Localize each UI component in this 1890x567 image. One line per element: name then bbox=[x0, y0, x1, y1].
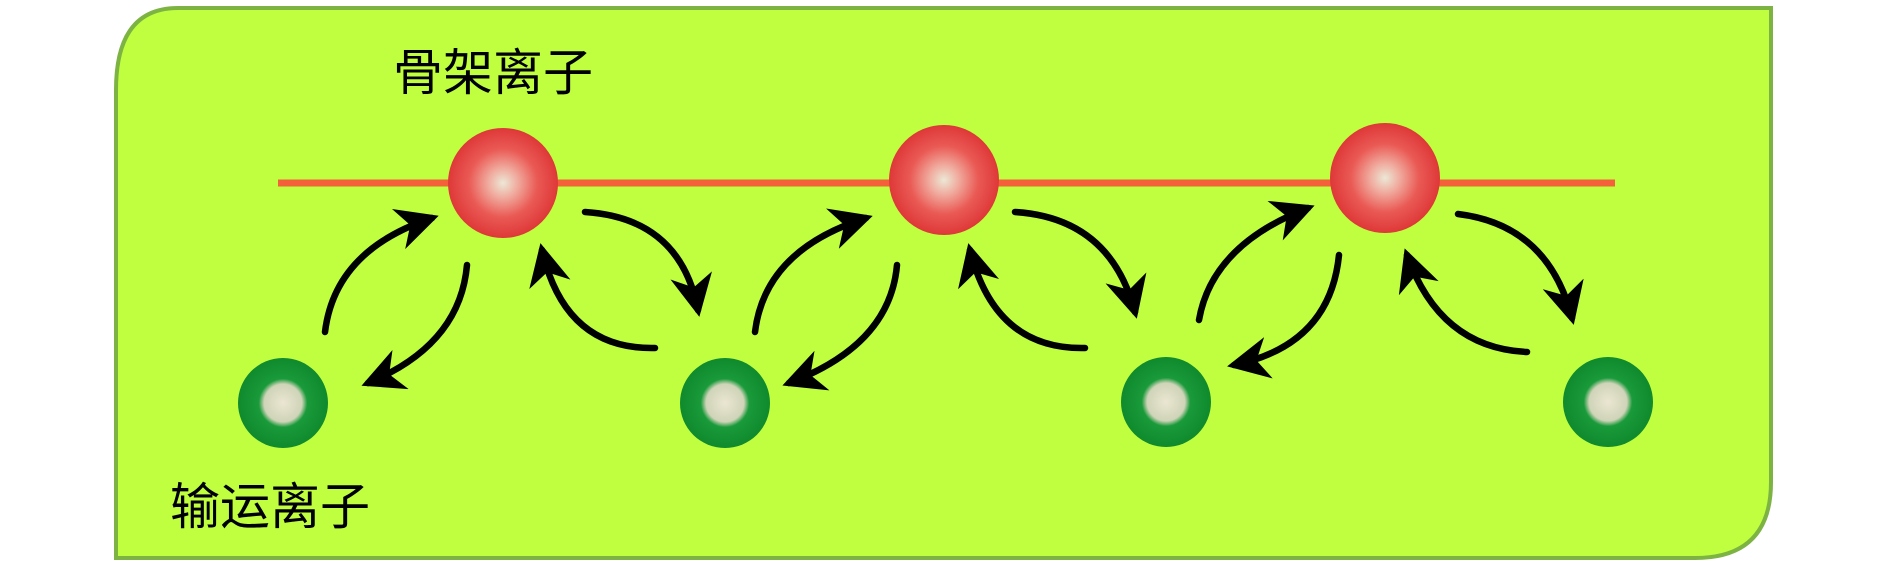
framework-ion-label: 骨架离子 bbox=[393, 44, 593, 102]
framework-ions bbox=[448, 123, 1440, 238]
transport-arrows bbox=[321, 200, 1584, 391]
arrow-3-forward bbox=[1454, 210, 1584, 325]
arrow-3-down bbox=[1227, 251, 1343, 379]
arrow-3-return bbox=[1398, 248, 1531, 356]
arrow-1-return bbox=[529, 243, 659, 352]
arrow-2-up bbox=[751, 208, 873, 336]
transport-ion bbox=[238, 358, 328, 448]
arrow-2-return bbox=[958, 243, 1089, 352]
framework-ion bbox=[1330, 123, 1440, 233]
framework-ion bbox=[448, 128, 558, 238]
arrow-1-up bbox=[321, 208, 439, 336]
arrow-1-forward bbox=[581, 208, 712, 317]
arrow-3-up bbox=[1195, 200, 1315, 324]
transport-ion bbox=[680, 358, 770, 448]
transport-ions bbox=[238, 357, 1653, 448]
transport-ion bbox=[1121, 357, 1211, 447]
transport-ion bbox=[1563, 357, 1653, 447]
arrow-1-down bbox=[361, 261, 471, 390]
framework-ion bbox=[889, 125, 999, 235]
arrow-2-down bbox=[782, 261, 901, 391]
transport-ion-label: 输运离子 bbox=[170, 478, 370, 536]
background-panel bbox=[114, 6, 1773, 560]
arrow-2-forward bbox=[1011, 208, 1147, 319]
